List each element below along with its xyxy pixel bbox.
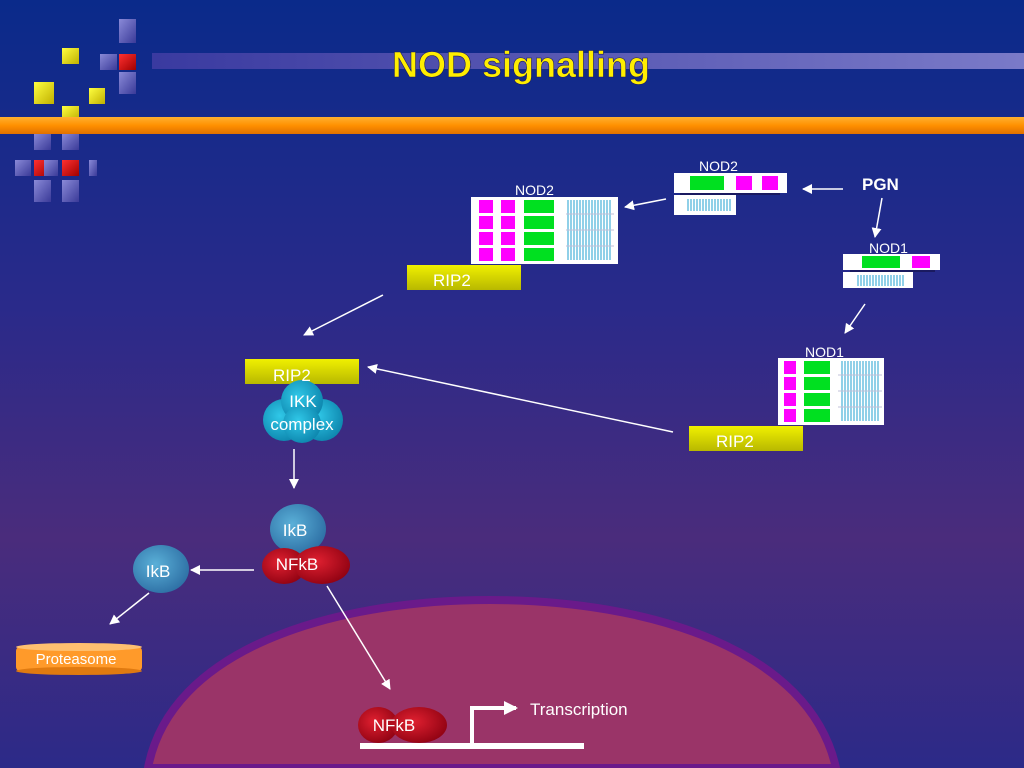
ikk-label-line2: complex (270, 415, 334, 434)
nod2-oligomer-label: NOD2 (515, 182, 554, 198)
transcription-label: Transcription (530, 700, 628, 719)
nod1-oligomer (778, 358, 884, 425)
slide-title: NOD signalling (392, 44, 650, 85)
nod2-monomer-lrr (687, 199, 731, 211)
arrow-rip2-right-to-complex (367, 363, 674, 433)
nod1-monomer-lrr (857, 275, 904, 286)
decorative-squares (15, 19, 136, 202)
nod2-monomer (674, 173, 787, 215)
nod1-top-label: NOD1 (869, 240, 908, 256)
rip2-left-label: RIP2 (433, 271, 471, 290)
nod2-top-label: NOD2 (699, 158, 738, 174)
arrow-pgn-to-nod1 (871, 197, 883, 238)
rip2-complex-label: RIP2 (273, 366, 311, 385)
ikk-label-line1: IKK (289, 392, 317, 411)
nod1-monomer (843, 254, 940, 288)
arrow-nod2-oligomerise (624, 198, 667, 211)
pathway-arrows (109, 184, 883, 690)
rip2-right-bar (689, 426, 803, 451)
proteasome-label: Proteasome (36, 651, 117, 668)
ikb-nfkb-complex (262, 504, 350, 584)
transcription-arrow (470, 701, 518, 744)
ikb-free-label: IkB (146, 562, 171, 581)
rip2-left-bar (407, 265, 521, 290)
pgn-label: PGN (862, 175, 899, 194)
title-bar (152, 53, 1024, 69)
arrow-nod1-oligomerise (844, 303, 866, 334)
rip2-complex-bar (245, 359, 359, 384)
nfkb-nuclear-label: NFkB (373, 716, 416, 735)
ikb-bound-label: IkB (283, 521, 308, 540)
nod1-oligomer-label: NOD1 (805, 344, 844, 360)
arrow-ikb-to-proteasome (109, 592, 150, 625)
rip2-right-label: RIP2 (716, 432, 754, 451)
proteasome (16, 643, 142, 675)
ikb-free (133, 545, 189, 593)
ikk-complex (263, 380, 343, 443)
arrow-rip2-left-to-complex (303, 294, 384, 336)
nucleus (143, 595, 841, 768)
nod2-oligomer (471, 197, 618, 264)
nfkb-nuclear (358, 707, 447, 743)
arrow-nfkb-to-nucleus (326, 585, 391, 690)
nfkb-cyto-label: NFkB (276, 555, 319, 574)
orange-band (0, 117, 1024, 134)
